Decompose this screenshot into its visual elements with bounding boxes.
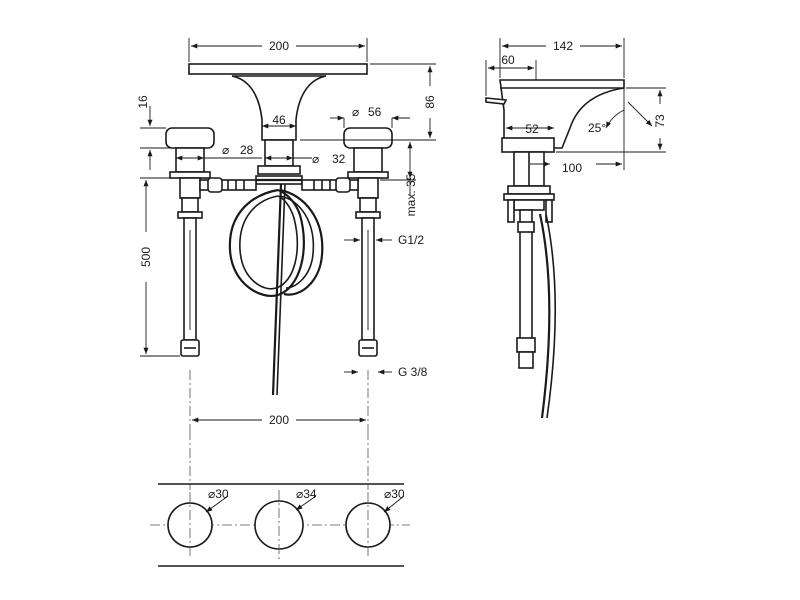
dim-angle: 25° — [588, 121, 606, 135]
dim-reach: 100 — [562, 161, 582, 175]
spout-nut — [257, 165, 301, 175]
front-view: 200 86 46 ⌀ 56 16 ⌀ 28 ⌀ 32 — [136, 38, 437, 490]
spout-plate — [188, 63, 368, 75]
hole-right-label: ⌀30 — [384, 487, 405, 501]
dim-handle-diameter: 56 — [368, 105, 382, 119]
left-nut — [169, 171, 211, 179]
spout-shank — [264, 139, 294, 167]
left-handle — [165, 127, 215, 149]
dim-thread-connection: G1/2 — [398, 233, 424, 247]
dim-spout-neck: 46 — [272, 113, 286, 127]
right-nut — [347, 171, 389, 179]
side-view: 142 60 52 25° 73 100 — [485, 38, 667, 419]
right-handle — [343, 127, 393, 149]
dim-side-depth: 142 — [553, 39, 573, 53]
dim-side-height: 73 — [653, 114, 667, 128]
dim-shank-diameter-left: 28 — [240, 143, 254, 157]
dim-handle-spacing: 200 — [269, 413, 289, 427]
side-lever — [485, 97, 508, 105]
dim-base-diameter: 52 — [525, 122, 539, 136]
spout-body — [231, 75, 327, 141]
dim-shank-diameter-center: 32 — [332, 152, 346, 166]
hole-center-label: ⌀34 — [296, 487, 317, 501]
dim-diameter-symbol-handle: ⌀ — [352, 105, 359, 119]
dim-spout-width: 200 — [269, 39, 289, 53]
hose-loop-outer — [228, 188, 305, 297]
dim-handle-height: 16 — [136, 95, 150, 109]
side-curved-hose — [538, 213, 551, 419]
dim-handle-offset: 60 — [501, 53, 515, 67]
pull-rod — [271, 183, 283, 396]
dim-diameter-symbol-center: ⌀ — [312, 152, 319, 166]
dim-supply-connection: G 3/8 — [398, 365, 428, 379]
dim-hose-length: 500 — [139, 247, 153, 267]
right-shank — [353, 147, 383, 173]
plan-view: ⌀30 ⌀34 ⌀30 — [150, 483, 410, 567]
left-shank — [175, 147, 205, 173]
hole-left-label: ⌀30 — [208, 487, 229, 501]
dim-spout-height: 86 — [423, 95, 437, 109]
dim-max-thickness: max. 35 — [404, 173, 418, 216]
dim-diameter-symbol-left: ⌀ — [222, 143, 229, 157]
